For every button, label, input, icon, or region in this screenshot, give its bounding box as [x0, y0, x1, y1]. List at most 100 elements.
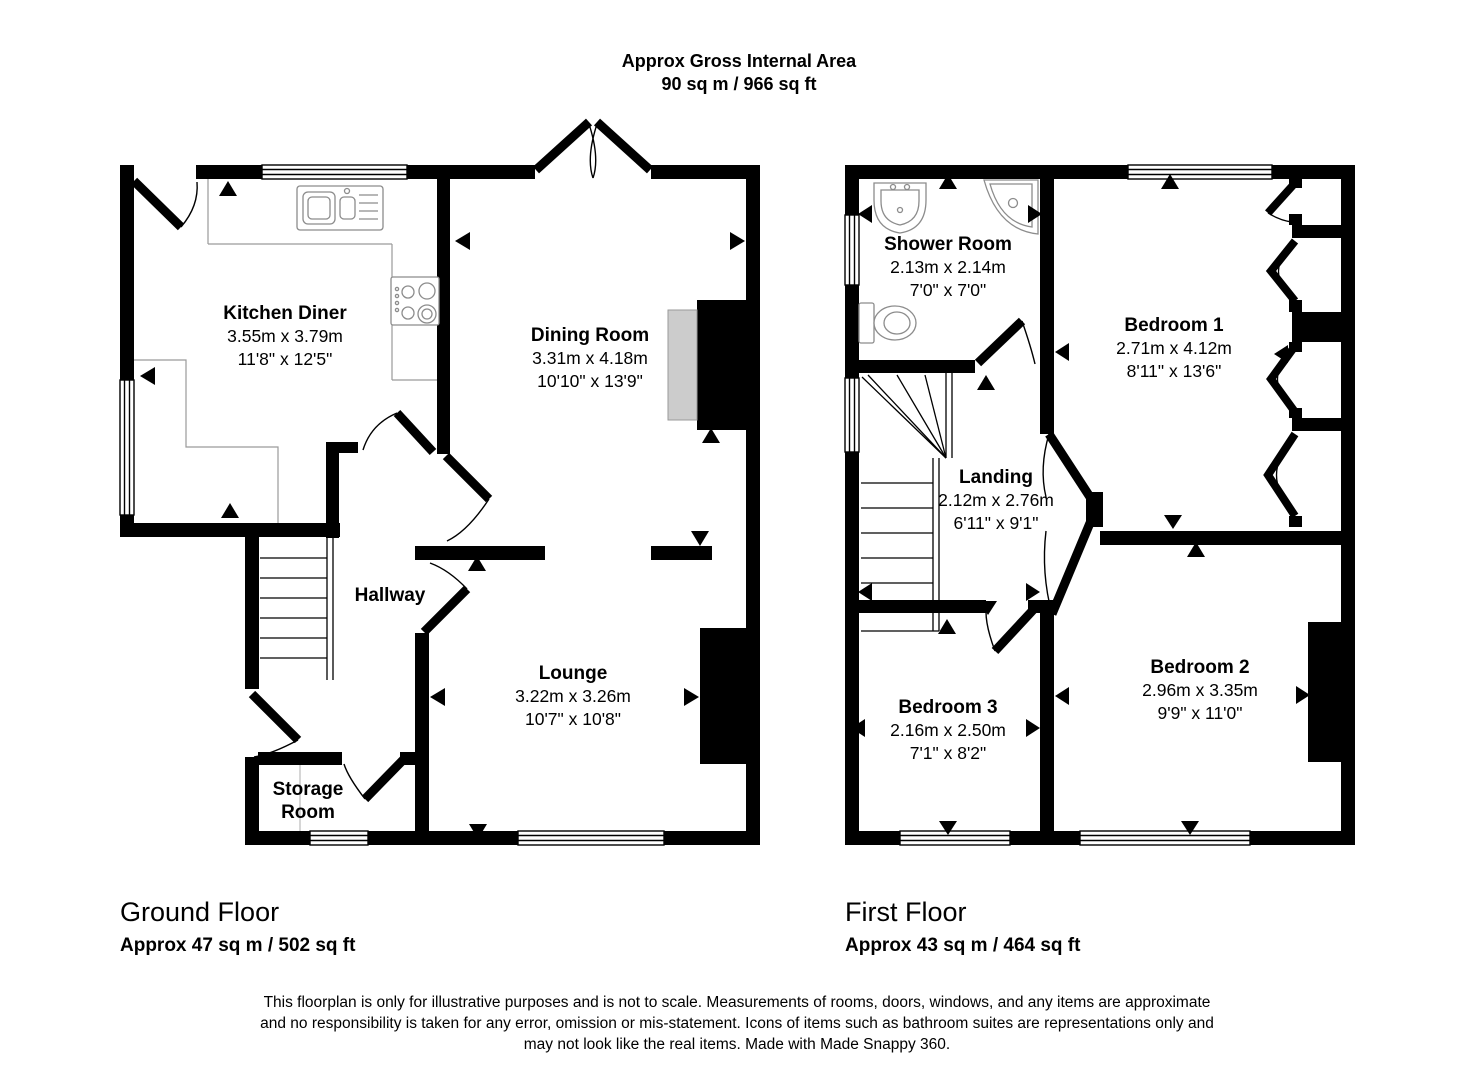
room-size-imperial: 10'10" x 13'9": [537, 371, 643, 391]
room-name: Lounge: [538, 663, 608, 684]
view-direction-arrow-icon: [1055, 343, 1069, 361]
ground-walls: [120, 165, 760, 845]
view-direction-arrow-icon: [455, 232, 470, 250]
first-windows: [844, 164, 1273, 846]
view-direction-arrow-icon: [140, 367, 155, 385]
counter-outline: [134, 179, 437, 831]
window-icon: [899, 830, 1011, 846]
view-direction-arrow-icon: [730, 232, 745, 250]
room-label-storage-room: Storage Room: [258, 778, 358, 824]
door-swing-icon: [130, 177, 198, 231]
wardrobe-bifold-icon: [1265, 180, 1298, 223]
view-direction-arrow-icon: [858, 583, 872, 601]
floor-area: Approx 43 sq m / 464 sq ft: [845, 935, 1081, 956]
view-direction-arrow-icon: [1187, 542, 1205, 557]
gross-area-value: 90 sq m / 966 sq ft: [661, 74, 817, 94]
corner-shower-icon: [983, 179, 1039, 235]
view-direction-arrow-icon: [1296, 686, 1310, 704]
window-icon: [261, 164, 408, 180]
gross-area-title: Approx Gross Internal Area: [621, 51, 857, 71]
door-swing-icon: [343, 754, 409, 803]
room-label-bedroom-2: Bedroom 2 2.96m x 3.35m 9'9" x 11'0": [1142, 656, 1258, 725]
window-icon: [119, 379, 135, 516]
room-name: Shower Room: [884, 234, 1012, 255]
room-size-imperial: 8'11" x 13'6": [1126, 361, 1222, 381]
view-direction-arrow-icon: [684, 688, 699, 706]
room-size-imperial: 6'11" x 9'1": [953, 513, 1039, 533]
hob-icon: [390, 276, 440, 326]
room-size-metric: 2.96m x 3.35m: [1142, 680, 1258, 700]
room-name: Hallway: [354, 585, 426, 606]
toilet-icon: [858, 302, 917, 344]
view-direction-arrow-icon: [702, 428, 720, 443]
disclaimer-line: may not look like the real items. Made w…: [523, 1036, 951, 1053]
disclaimer-text: This floorplan is only for illustrative …: [177, 992, 1297, 1055]
view-direction-arrow-icon: [1164, 515, 1182, 529]
disclaimer-line: This floorplan is only for illustrative …: [263, 994, 1211, 1011]
room-label-shower-room: Shower Room 2.13m x 2.14m 7'0" x 7'0": [884, 233, 1012, 302]
door-swing-icon: [442, 452, 493, 542]
view-direction-arrow-icon: [979, 601, 997, 615]
view-direction-arrow-icon: [1055, 687, 1069, 705]
view-direction-arrow-icon: [219, 181, 237, 196]
view-direction-arrow-icon: [851, 719, 865, 737]
room-name: Kitchen Diner: [223, 303, 347, 324]
door-swing-icon: [1043, 521, 1095, 616]
window-icon: [309, 830, 369, 846]
door-swing-icon: [248, 690, 302, 758]
room-name: Bedroom 2: [1150, 657, 1250, 678]
window-icon: [1079, 830, 1251, 846]
room-label-bedroom-1: Bedroom 1 2.71m x 4.12m 8'11" x 13'6": [1116, 314, 1232, 383]
door-swing-icon: [362, 409, 437, 456]
door-swing-icon: [1042, 431, 1094, 500]
view-direction-arrow-icon: [1028, 205, 1042, 223]
room-name: Storage Room: [272, 779, 344, 823]
room-name: Bedroom 1: [1124, 315, 1224, 336]
view-direction-arrow-icon: [1161, 174, 1179, 189]
first-floor-caption: First Floor Approx 43 sq m / 464 sq ft: [845, 897, 1080, 957]
sink-icon: [296, 185, 384, 231]
winding-stairs-icon: [861, 373, 953, 632]
first-doors: [974, 180, 1299, 655]
ground-windows: [119, 164, 665, 846]
wardrobe-bifold-icon: [1263, 431, 1299, 519]
disclaimer-line: and no responsibility is taken for any e…: [260, 1015, 1214, 1032]
chimney-breast: [700, 628, 746, 764]
room-label-landing: Landing 2.12m x 2.76m 6'11" x 9'1": [938, 466, 1054, 535]
view-direction-arrow-icon: [221, 503, 239, 518]
room-label-dining-room: Dining Room 3.31m x 4.18m 10'10" x 13'9": [531, 324, 649, 393]
floor-name: Ground Floor: [120, 897, 280, 927]
first-walls: [845, 165, 1355, 845]
view-direction-arrow-icon: [938, 619, 956, 634]
fireplace-hearth: [667, 309, 698, 421]
room-size-imperial: 10'7" x 10'8": [525, 709, 621, 729]
view-direction-arrows: [140, 181, 745, 839]
door-swing-icon: [974, 317, 1036, 367]
floor-area: Approx 47 sq m / 502 sq ft: [120, 935, 356, 956]
room-size-metric: 3.31m x 4.18m: [532, 348, 648, 368]
room-label-lounge: Lounge 3.22m x 3.26m 10'7" x 10'8": [515, 662, 631, 731]
french-doors-icon: [532, 118, 654, 179]
view-direction-arrow-icon: [691, 531, 709, 546]
stairs-icon: [260, 538, 334, 680]
room-label-hallway: Hallway: [355, 584, 426, 607]
view-direction-arrow-icon: [1026, 719, 1040, 737]
door-swing-icon: [420, 562, 471, 636]
room-name: Bedroom 3: [898, 697, 998, 718]
plan-title: Approx Gross Internal Area 90 sq m / 966…: [622, 50, 856, 96]
room-name: Dining Room: [530, 325, 650, 346]
ground-floor-caption: Ground Floor Approx 47 sq m / 502 sq ft: [120, 897, 355, 957]
window-icon: [517, 830, 665, 846]
view-direction-arrow-icon: [469, 824, 487, 839]
window-icon: [1127, 164, 1273, 180]
window-icon: [844, 377, 860, 453]
wardrobe-bifold-icon: [1265, 238, 1299, 304]
view-direction-arrow-icon: [939, 174, 957, 189]
view-direction-arrow-icon: [1181, 821, 1199, 835]
first-floor-plan: [844, 164, 1355, 846]
room-size-metric: 2.16m x 2.50m: [890, 720, 1006, 740]
ground-floor-plan: [119, 118, 760, 846]
basin-icon: [873, 182, 927, 234]
